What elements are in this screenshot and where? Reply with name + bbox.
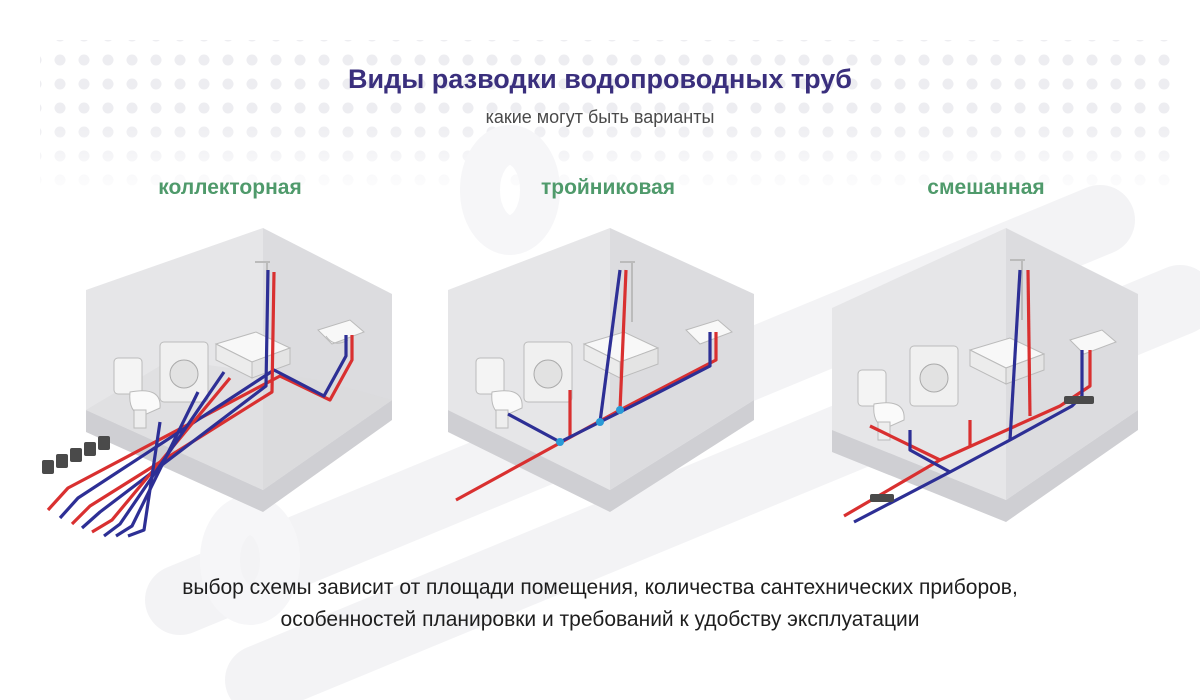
sink-icon [1069, 329, 1117, 355]
washing-machine-icon [523, 341, 573, 403]
label-tee: тройниковая [540, 176, 676, 199]
caption: выбор схемы зависит от площади помещения… [0, 572, 1200, 636]
bathtub-icon [582, 331, 660, 379]
page-title: Виды разводки водопроводных труб [348, 64, 852, 94]
pipes [843, 269, 1092, 524]
caption-line-2: особенностей планировки и требований к у… [280, 608, 920, 631]
tee-fitting-icon [556, 406, 624, 446]
washing-machine-icon [159, 341, 209, 403]
diagram-collector [42, 228, 392, 538]
diagram-mixed [832, 228, 1138, 524]
diagram-tee [448, 228, 754, 512]
label-mixed: смешанная [927, 176, 1045, 199]
collector-icon [870, 396, 1094, 502]
caption-line-1: выбор схемы зависит от площади помещения… [182, 576, 1018, 599]
bathtub-icon [968, 337, 1046, 385]
toilet-icon [475, 357, 523, 429]
label-collector: коллекторная [158, 176, 302, 199]
pipes [46, 269, 354, 538]
shower-icon [1010, 259, 1025, 320]
shower-icon [620, 261, 635, 322]
washing-machine-icon [909, 345, 959, 407]
toilet-icon [113, 357, 161, 429]
pipes [455, 269, 718, 502]
collector-icon [42, 436, 110, 474]
page-subtitle: какие могут быть варианты [485, 107, 715, 127]
toilet-icon [857, 369, 905, 441]
